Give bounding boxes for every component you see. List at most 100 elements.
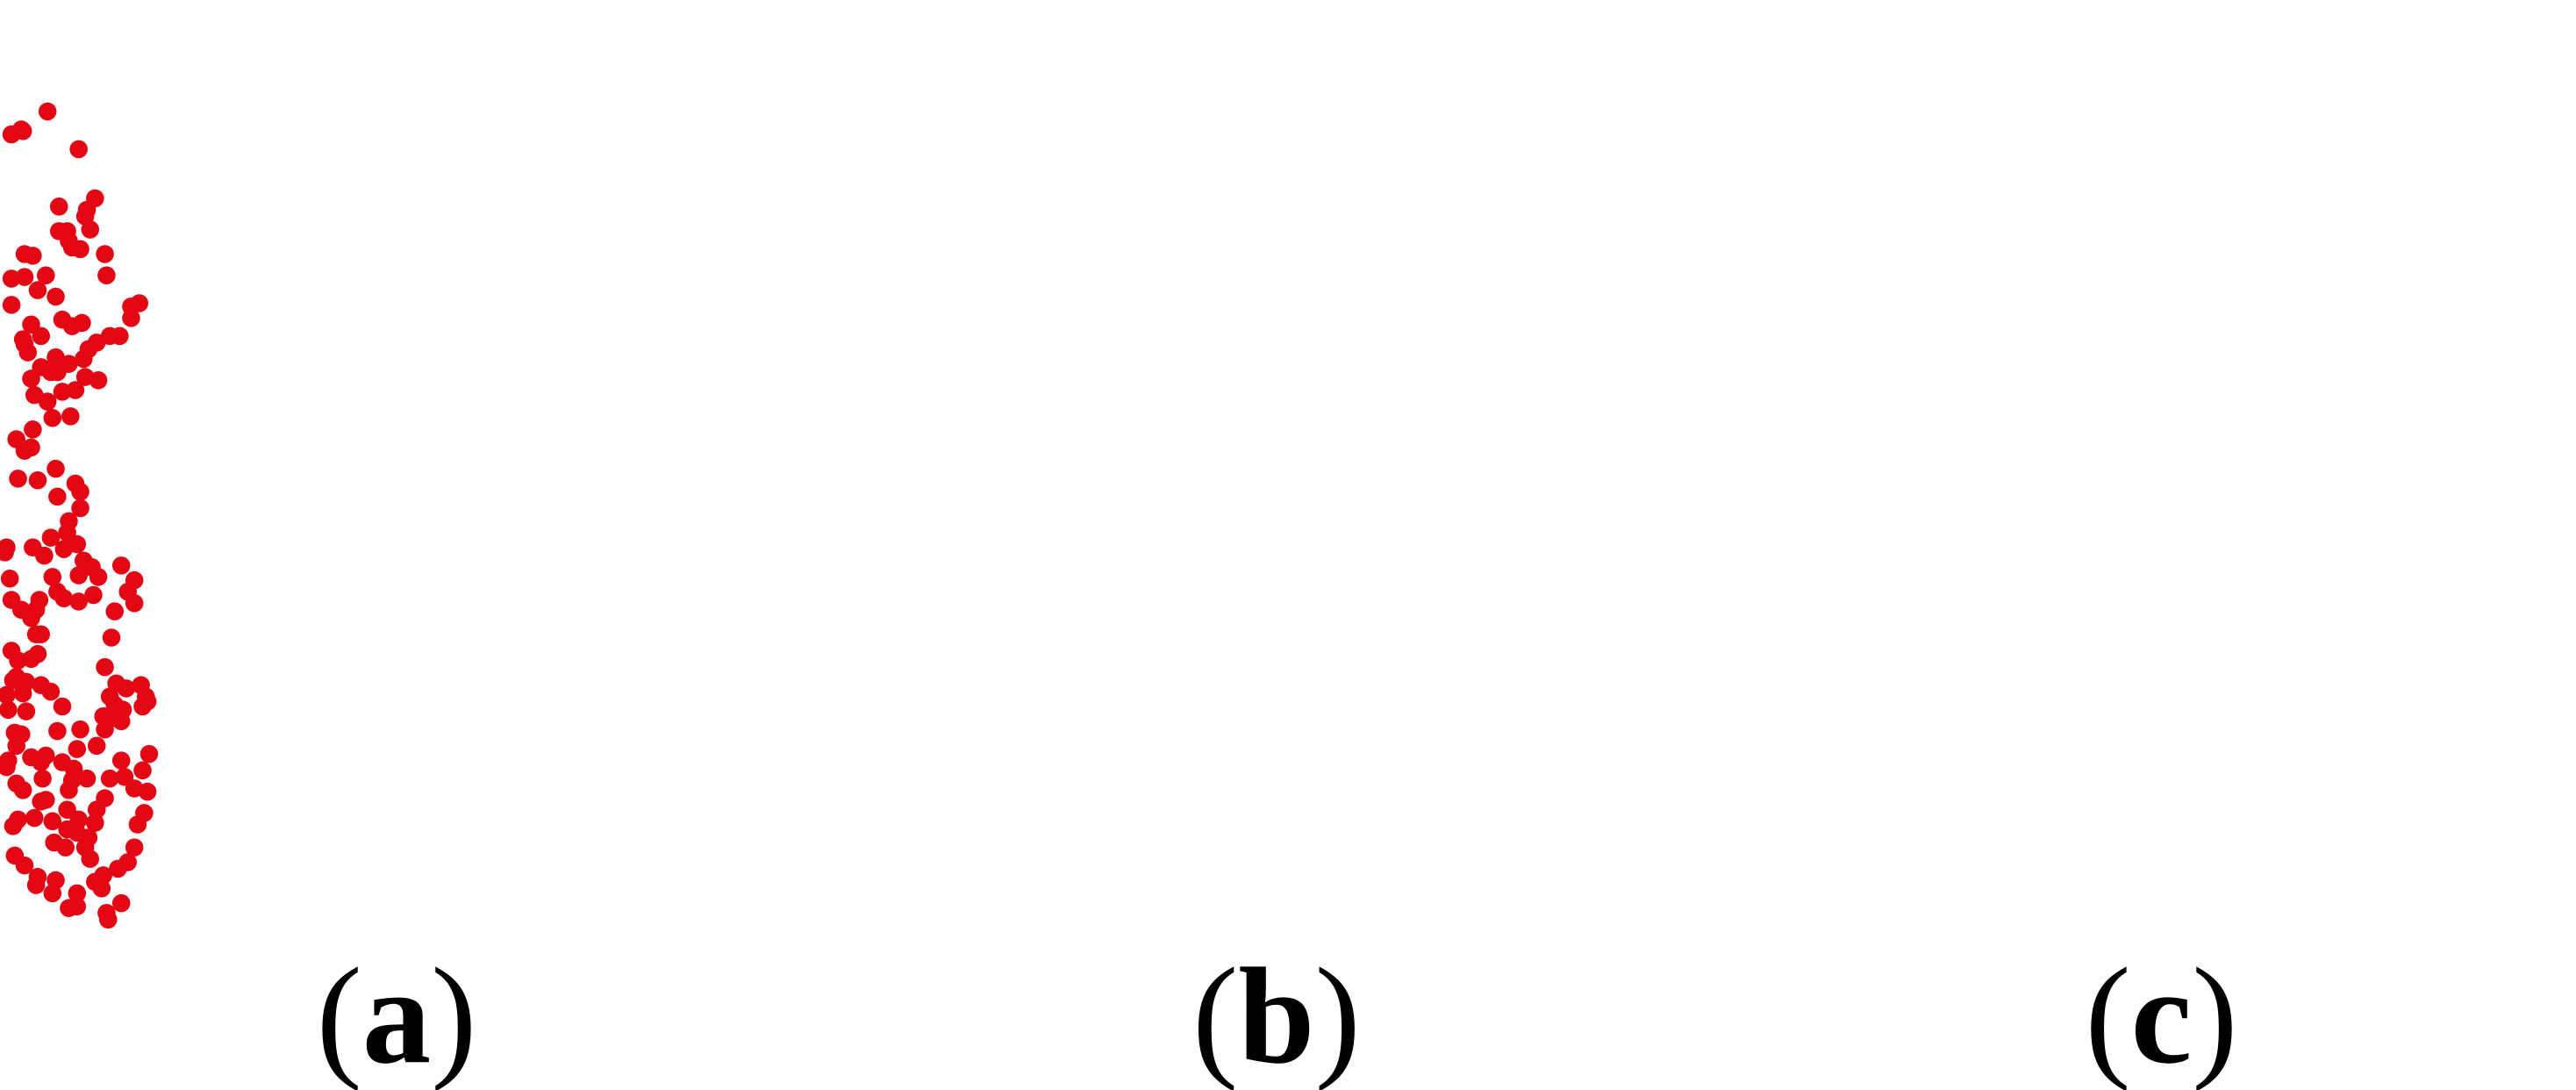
panel-a-point-3 [38,102,57,121]
panel-a-point-110 [133,761,152,780]
panel-a-point-70 [68,534,87,554]
panel-a-point-167 [32,792,50,811]
panel-a-point-87 [43,568,62,586]
panel-a-point-65 [71,498,89,518]
panel-a-point-31 [61,407,80,426]
panel-a-point-88 [84,585,103,605]
panel-a-point-25 [75,368,95,386]
panel-a-point-159 [87,800,106,819]
panel-a-point-18 [130,294,149,312]
panel-a-point-154 [135,804,154,822]
panel-a-point-43 [28,281,47,299]
panel-a-point-15 [96,245,114,263]
panel-a-point-168 [33,769,52,788]
panel-a-point-108 [138,692,157,711]
panel-a-point-113 [77,769,97,788]
panel-a-point-95 [102,628,121,647]
panel-a-point-109 [140,744,159,764]
panel-a-point-82 [0,570,19,588]
panel-a-point-136 [22,649,40,669]
panel-a-point-26 [74,349,93,369]
panel-a-point-54 [25,385,44,405]
panel-a-point-50 [15,334,34,354]
panel-a-point-102 [111,712,131,731]
panel-a-point-40 [37,266,55,285]
panel-a-point-164 [45,833,63,852]
panel-c-letter: c [2131,939,2193,1090]
panel-a-point-37 [66,381,85,399]
panel-a-point-76 [54,589,74,607]
panel-a-letter: a [362,939,431,1090]
panel-a-point-174 [25,808,44,828]
panel-a-point-139 [7,736,25,756]
panel-a-point-36 [60,355,78,373]
panel-a-point-178 [15,856,34,875]
panel-a-point-182 [43,884,62,903]
panel-a-point-74 [69,592,88,611]
panel-label-b: (b) [1192,939,1361,1090]
panel-a-point-187 [92,879,111,898]
panel-a-point-112 [100,769,119,788]
panel-a-point-100 [94,706,112,726]
panel-a-point-53 [22,369,40,388]
panel-a-point-173 [13,780,32,800]
panel-a-point-135 [9,651,27,670]
panel-a-point-61 [47,459,65,478]
panel-a-point-119 [71,720,89,739]
panel-a-point-86 [35,546,54,565]
panel-a-point-176 [4,817,23,835]
panel-a-point-180 [26,876,46,894]
panel-label-c: (c) [2085,939,2237,1090]
panel-a-point-47 [15,268,34,286]
panel-a-point-126 [32,625,50,644]
panel-a-point-129 [0,685,16,705]
panel-a-point-138 [4,670,23,690]
panel-a-point-32 [43,408,62,427]
panel-a-point-172 [0,751,18,770]
panel-a-point-45 [2,296,21,314]
panel-a-point-73 [69,566,88,584]
panel-a-point-165 [43,812,62,830]
panel-a-point-81 [2,591,21,609]
panel-a-point-39 [47,287,65,306]
panel-a-point-57 [28,470,47,490]
panel-a-point-123 [32,676,50,694]
panel-a-point-152 [125,838,144,857]
panel-a-point-30 [53,383,72,401]
panel-a-point-189 [99,910,118,929]
panel-a-point-137 [17,672,36,692]
panel-a-point-16 [97,266,116,285]
panel-a-point-130 [0,700,18,719]
panel-a-point-169 [32,753,50,771]
panel-a-point-4 [69,140,88,159]
panel-a-point-2 [2,125,21,144]
panel-a-point-62 [48,487,67,506]
panel-a-point-9 [49,197,68,216]
panel-a-point-68 [41,528,61,547]
panel-a-plot [0,102,159,929]
panel-a-point-13 [81,220,100,239]
panel-a-point-184 [68,897,87,916]
panel-a-point-133 [17,702,36,721]
panel-a-point-96 [96,657,114,677]
panel-a-point-60 [9,470,27,488]
panel-a-point-118 [96,720,114,739]
panel-a-point-116 [68,740,87,758]
panel-a-point-185 [68,884,87,903]
panel-a-point-160 [86,814,104,832]
panel-a-point-111 [111,751,131,770]
panel-a-point-55 [24,420,42,439]
panel-a-point-120 [48,721,67,741]
panel-a-point-157 [115,768,134,786]
panel-label-a: (a) [317,939,477,1090]
panel-a-point-143 [60,780,78,800]
panel-a-point-14 [71,240,89,259]
panel-a-point-151 [118,853,137,871]
panel-a-point-42 [15,245,34,263]
panel-b-letter: b [1238,939,1314,1090]
panel-a-point-89 [89,568,108,586]
panel-a-point-59 [15,441,34,460]
panel-a-point-90 [111,556,131,575]
panel-a-point-93 [125,594,144,613]
